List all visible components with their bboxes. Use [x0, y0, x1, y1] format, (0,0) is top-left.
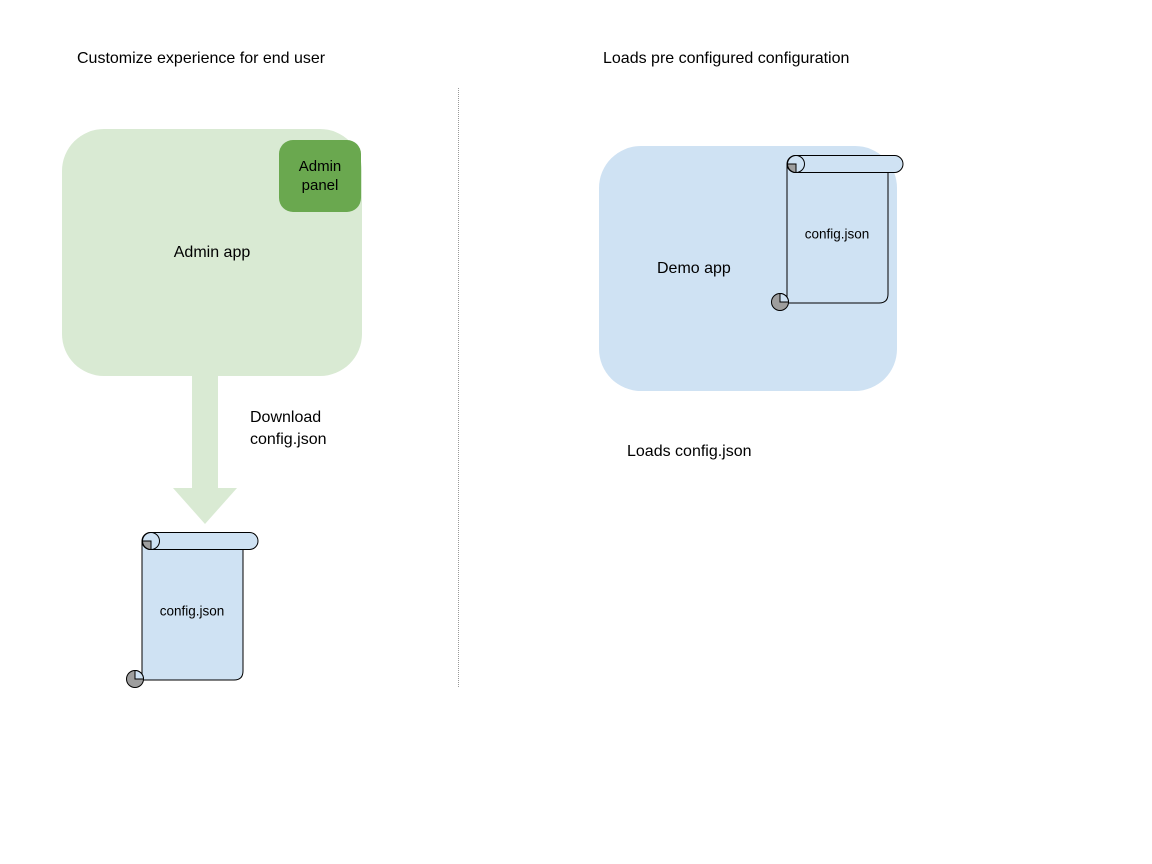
download-arrow-icon [173, 376, 237, 524]
admin-panel-label: Admin panel [298, 158, 342, 194]
admin-app-label: Admin app [173, 243, 251, 261]
scroll-top-curl [141, 540, 152, 551]
down-arrow-shape [173, 376, 237, 524]
scroll-body [141, 540, 244, 681]
config-file-label-right: config.json [804, 226, 870, 242]
config-scroll-icon-right [771, 155, 904, 311]
admin-panel-box: Admin panel [279, 140, 361, 212]
scroll-top-curl [786, 163, 797, 174]
left-section-title: Customize experience for end user [77, 50, 326, 67]
scroll-bottom-curl-face [779, 292, 790, 303]
section-divider [458, 88, 459, 687]
download-arrow-caption: Download config.json [250, 409, 327, 448]
right-section-title: Loads pre configured configuration [603, 50, 850, 67]
demo-app-label: Demo app [657, 259, 731, 277]
scroll-body [786, 163, 889, 304]
loads-config-caption: Loads config.json [627, 443, 752, 460]
config-scroll-icon-left [126, 532, 259, 688]
admin-app-box: Admin app Admin panel [62, 129, 362, 376]
scroll-bottom-curl-face [134, 669, 145, 680]
config-file-label-left: config.json [159, 603, 225, 619]
